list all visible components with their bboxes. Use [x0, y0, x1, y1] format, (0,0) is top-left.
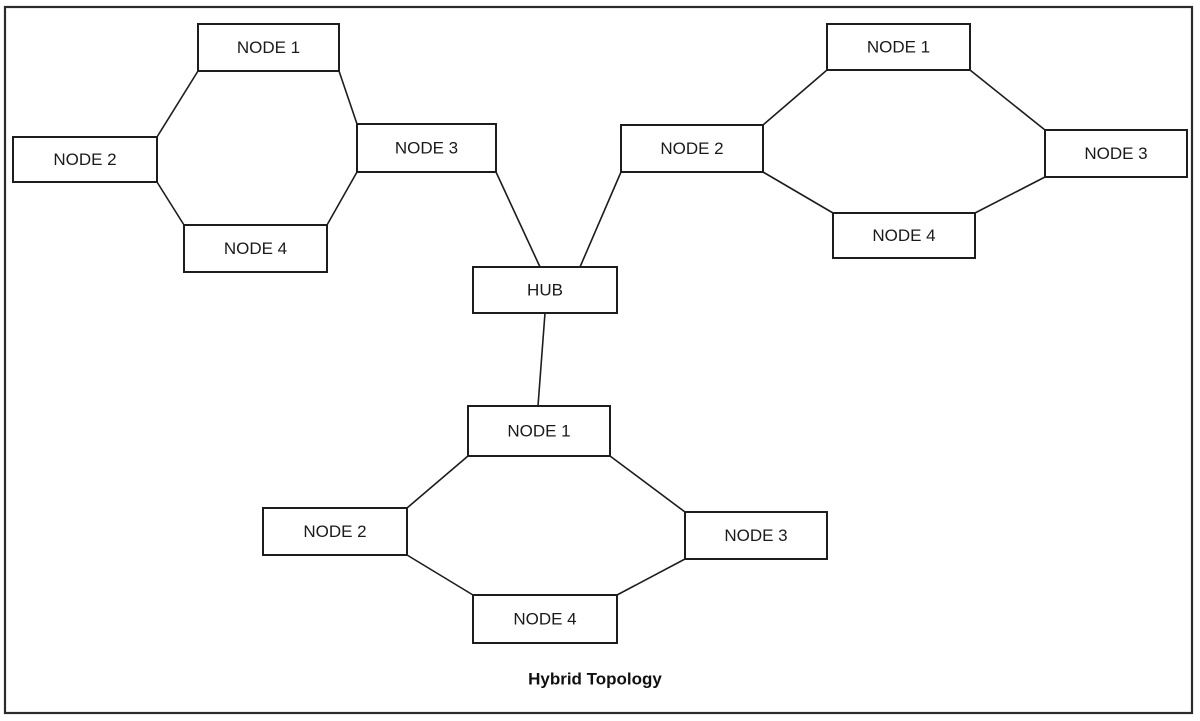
- node-hub[interactable]: HUB: [472, 266, 618, 314]
- connection-line: [762, 171, 834, 214]
- connection-line: [537, 312, 546, 407]
- node-ring2-node4[interactable]: NODE 4: [832, 212, 976, 259]
- connection-line: [974, 176, 1046, 214]
- node-label: NODE 4: [872, 226, 935, 245]
- node-ring2-node1[interactable]: NODE 1: [826, 23, 971, 71]
- node-box[interactable]: [472, 594, 618, 644]
- node-label: NODE 2: [660, 139, 723, 158]
- node-label: NODE 4: [224, 239, 287, 258]
- connection-line: [609, 455, 686, 513]
- node-ring3-node2[interactable]: NODE 2: [262, 507, 408, 556]
- node-box[interactable]: [197, 23, 340, 72]
- node-box[interactable]: [832, 212, 976, 259]
- node-label: NODE 2: [303, 522, 366, 541]
- connection-line: [406, 554, 474, 596]
- connection-line: [406, 455, 469, 509]
- figure-caption: Hybrid Topology: [528, 669, 662, 688]
- node-label: NODE 3: [724, 526, 787, 545]
- node-label: NODE 3: [395, 138, 458, 157]
- node-ring2-node2[interactable]: NODE 2: [620, 124, 764, 173]
- node-label: HUB: [527, 280, 563, 299]
- node-ring3-node4[interactable]: NODE 4: [472, 594, 618, 644]
- node-ring1-node2[interactable]: NODE 2: [12, 136, 158, 183]
- node-box[interactable]: [684, 511, 828, 560]
- connection-line: [156, 181, 185, 226]
- node-label: NODE 1: [237, 38, 300, 57]
- node-ring2-node3[interactable]: NODE 3: [1044, 129, 1188, 178]
- node-ring3-node3[interactable]: NODE 3: [684, 511, 828, 560]
- node-label: NODE 3: [1084, 144, 1147, 163]
- connection-line: [762, 69, 828, 126]
- node-box[interactable]: [620, 124, 764, 173]
- connection-line: [616, 558, 686, 596]
- node-boxes-layer: NODE 1 NODE 2 NODE 3 NODE 4 NODE 1 NODE 2 NODE…: [12, 23, 1188, 644]
- node-box[interactable]: [12, 136, 158, 183]
- node-box[interactable]: [262, 507, 408, 556]
- connection-line: [579, 171, 622, 268]
- node-box[interactable]: [826, 23, 971, 71]
- node-box[interactable]: [467, 405, 611, 457]
- connection-line: [338, 70, 358, 125]
- node-label: NODE 1: [507, 421, 570, 440]
- connection-line: [326, 171, 358, 226]
- node-ring3-node1[interactable]: NODE 1: [467, 405, 611, 457]
- connection-line: [495, 171, 541, 268]
- connection-lines-layer: [156, 69, 1046, 596]
- connection-line: [156, 70, 199, 138]
- node-box[interactable]: [472, 266, 618, 314]
- node-ring1-node1[interactable]: NODE 1: [197, 23, 340, 72]
- node-box[interactable]: [183, 224, 328, 273]
- node-ring1-node3[interactable]: NODE 3: [356, 123, 497, 173]
- connection-line: [969, 69, 1046, 131]
- node-box[interactable]: [1044, 129, 1188, 178]
- node-label: NODE 2: [53, 150, 116, 169]
- node-ring1-node4[interactable]: NODE 4: [183, 224, 328, 273]
- node-label: NODE 4: [513, 609, 576, 628]
- node-box[interactable]: [356, 123, 497, 173]
- node-label: NODE 1: [867, 37, 930, 56]
